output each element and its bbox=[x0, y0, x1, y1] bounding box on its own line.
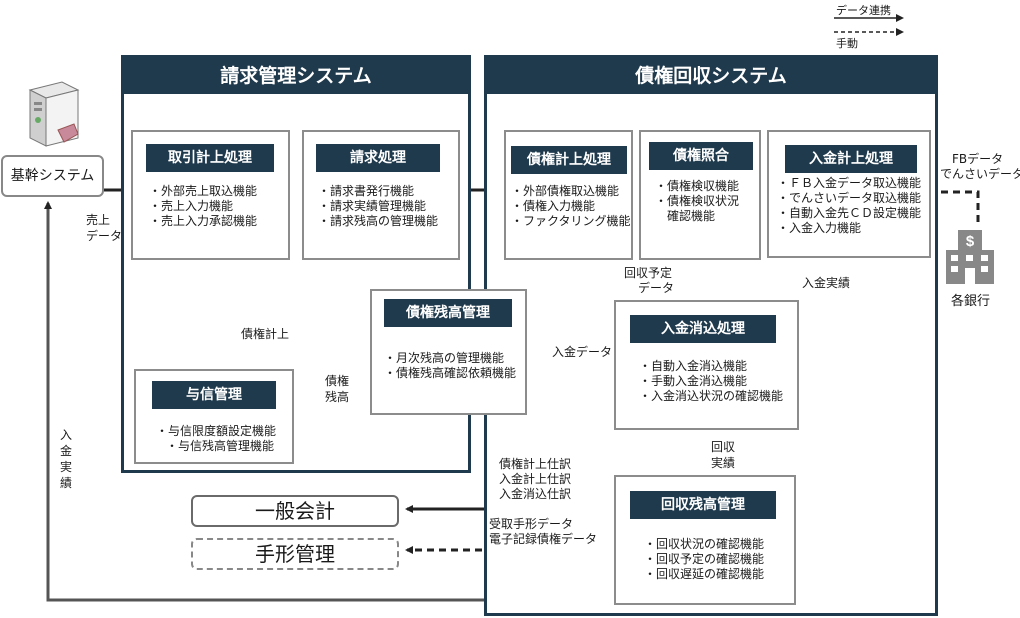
legend-manual: 手動 bbox=[836, 37, 858, 50]
list-item: ・入金入力機能 bbox=[777, 221, 862, 235]
deposit-items: ・ＦＢ入金データ取込機能 ・でんさいデータ取込機能 ・自動入金先ＣＤ設定機能 ・… bbox=[777, 176, 921, 236]
list-item: ・外部債権取込機能 bbox=[511, 184, 620, 198]
bill-data-label-2: 電子記録債権データ bbox=[489, 532, 598, 546]
legend-data-link: データ連携 bbox=[836, 4, 891, 17]
receivable-posting-items: ・外部債権取込機能 ・債権入力機能 ・ファクタリング機能 bbox=[511, 184, 631, 229]
collection-result-label-2: 実績 bbox=[711, 456, 736, 470]
credit-box: 与信管理 ・与信限度額設定機能 ・与信残高管理機能 bbox=[134, 369, 294, 464]
sales-data-label-1: 売上 bbox=[86, 213, 111, 227]
general-ledger-box: 一般会計 bbox=[191, 495, 399, 527]
list-item: ・ファクタリング機能 bbox=[511, 214, 631, 228]
credit-title: 与信管理 bbox=[152, 381, 276, 409]
list-item: ・与信限度額設定機能 bbox=[156, 424, 277, 438]
receivable-balance-items: ・月次残高の管理機能 ・債権残高確認依頼機能 bbox=[384, 351, 516, 381]
bill-data-label-1: 受取手形データ bbox=[489, 517, 574, 531]
receivable-balance-box: 債権残高管理 ・月次残高の管理機能 ・債権残高確認依頼機能 bbox=[370, 289, 527, 415]
list-item: ・債権検収状況 bbox=[655, 194, 740, 208]
journal-label-3: 入金消込仕訳 bbox=[499, 487, 572, 501]
fb-data-label: FBデータ bbox=[952, 152, 1004, 166]
invoice-items: ・請求書発行機能 ・請求実績管理機能 ・請求残高の管理機能 bbox=[318, 184, 438, 229]
matching-title: 債権照合 bbox=[649, 142, 753, 170]
core-system-box: 基幹システム bbox=[1, 155, 104, 197]
receivable-balance-title: 債権残高管理 bbox=[384, 299, 512, 327]
densai-data-label: でんさいデータ bbox=[940, 167, 1020, 181]
reconcile-title: 入金消込処理 bbox=[630, 315, 776, 343]
receivable-posting-title: 債権計上処理 bbox=[511, 146, 627, 174]
bill-management-box: 手形管理 bbox=[191, 538, 399, 570]
list-item: ・回収状況の確認機能 bbox=[644, 537, 765, 551]
deposit-vertical-label: 入金実績 bbox=[60, 428, 73, 490]
receivable-posting-box: 債権計上処理 ・外部債権取込機能 ・債権入力機能 ・ファクタリング機能 bbox=[504, 130, 633, 260]
billing-system-title: 請求管理システム bbox=[124, 58, 468, 94]
list-item: 確認機能 bbox=[655, 209, 716, 223]
invoice-box: 請求処理 ・請求書発行機能 ・請求実績管理機能 ・請求残高の管理機能 bbox=[302, 130, 460, 260]
arrow-deposit-to-core bbox=[44, 201, 614, 602]
arrow-bank-to-deposit bbox=[930, 188, 980, 222]
collection-system-title: 債権回収システム bbox=[487, 58, 935, 94]
svg-text:$: $ bbox=[966, 233, 975, 250]
matching-box: 債権照合 ・債権検収機能 ・債権検収状況 確認機能 bbox=[639, 130, 761, 260]
matching-items: ・債権検収機能 ・債権検収状況 確認機能 bbox=[655, 179, 739, 224]
sales-data-label-2: データ bbox=[86, 229, 123, 243]
list-item: ・でんさいデータ取込機能 bbox=[777, 191, 922, 205]
list-item: ・ＦＢ入金データ取込機能 bbox=[777, 176, 922, 190]
invoice-title: 請求処理 bbox=[316, 144, 440, 172]
transaction-box: 取引計上処理 ・外部売上取込機能 ・売上入力機能 ・売上入力承認機能 bbox=[131, 130, 290, 260]
list-item: ・手動入金消込機能 bbox=[639, 374, 748, 388]
list-item: ・自動入金消込機能 bbox=[639, 359, 748, 373]
reconcile-items: ・自動入金消込機能 ・手動入金消込機能 ・入金消込状況の確認機能 bbox=[639, 359, 783, 404]
list-item: ・自動入金先ＣＤ設定機能 bbox=[777, 206, 922, 220]
list-item: ・債権検収機能 bbox=[655, 179, 740, 193]
list-item: ・売上入力機能 bbox=[149, 199, 234, 213]
list-item: ・月次残高の管理機能 bbox=[384, 351, 505, 365]
list-item: ・外部売上取込機能 bbox=[149, 184, 258, 198]
reconcile-box: 入金消込処理 ・自動入金消込機能 ・手動入金消込機能 ・入金消込状況の確認機能 bbox=[614, 300, 799, 430]
bank-building-icon: $ bbox=[944, 228, 996, 286]
collection-balance-items: ・回収状況の確認機能 ・回収予定の確認機能 ・回収遅延の確認機能 bbox=[644, 537, 764, 582]
list-item: ・売上入力承認機能 bbox=[149, 214, 258, 228]
deposit-result-label: 入金実績 bbox=[802, 276, 851, 290]
list-item: ・入金消込状況の確認機能 bbox=[639, 389, 784, 403]
banks-label: 各銀行 bbox=[951, 294, 991, 309]
list-item: ・請求残高の管理機能 bbox=[318, 214, 439, 228]
list-item: ・債権残高確認依頼機能 bbox=[384, 366, 517, 380]
deposit-box: 入金計上処理 ・ＦＢ入金データ取込機能 ・でんさいデータ取込機能 ・自動入金先Ｃ… bbox=[767, 130, 931, 258]
list-item: ・与信残高管理機能 bbox=[166, 439, 275, 453]
collection-result-label-1: 回収 bbox=[711, 440, 736, 454]
credit-balance-label-1: 債権 bbox=[325, 374, 350, 388]
list-item: ・回収遅延の確認機能 bbox=[644, 567, 765, 581]
list-item: ・債権入力機能 bbox=[511, 199, 596, 213]
receivable-posting-label: 債権計上 bbox=[241, 327, 290, 341]
collection-balance-box: 回収残高管理 ・回収状況の確認機能 ・回収予定の確認機能 ・回収遅延の確認機能 bbox=[614, 475, 796, 605]
collection-balance-title: 回収残高管理 bbox=[630, 491, 776, 519]
schedule-data-label-1: 回収予定 bbox=[624, 266, 673, 280]
list-item: ・回収予定の確認機能 bbox=[644, 552, 765, 566]
credit-balance-label-2: 残高 bbox=[325, 390, 350, 404]
deposit-data-label: 入金データ bbox=[552, 345, 613, 359]
transaction-items: ・外部売上取込機能 ・売上入力機能 ・売上入力承認機能 bbox=[149, 184, 257, 229]
server-icon bbox=[22, 80, 84, 152]
list-item: ・請求書発行機能 bbox=[318, 184, 415, 198]
deposit-title: 入金計上処理 bbox=[785, 145, 917, 173]
list-item: ・請求実績管理機能 bbox=[318, 199, 427, 213]
journal-label-1: 債権計上仕訳 bbox=[499, 457, 572, 471]
schedule-data-label-2: データ bbox=[638, 281, 675, 295]
transaction-title: 取引計上処理 bbox=[146, 144, 274, 172]
journal-label-2: 入金計上仕訳 bbox=[499, 472, 572, 486]
credit-items: ・与信限度額設定機能 ・与信残高管理機能 bbox=[156, 424, 276, 454]
